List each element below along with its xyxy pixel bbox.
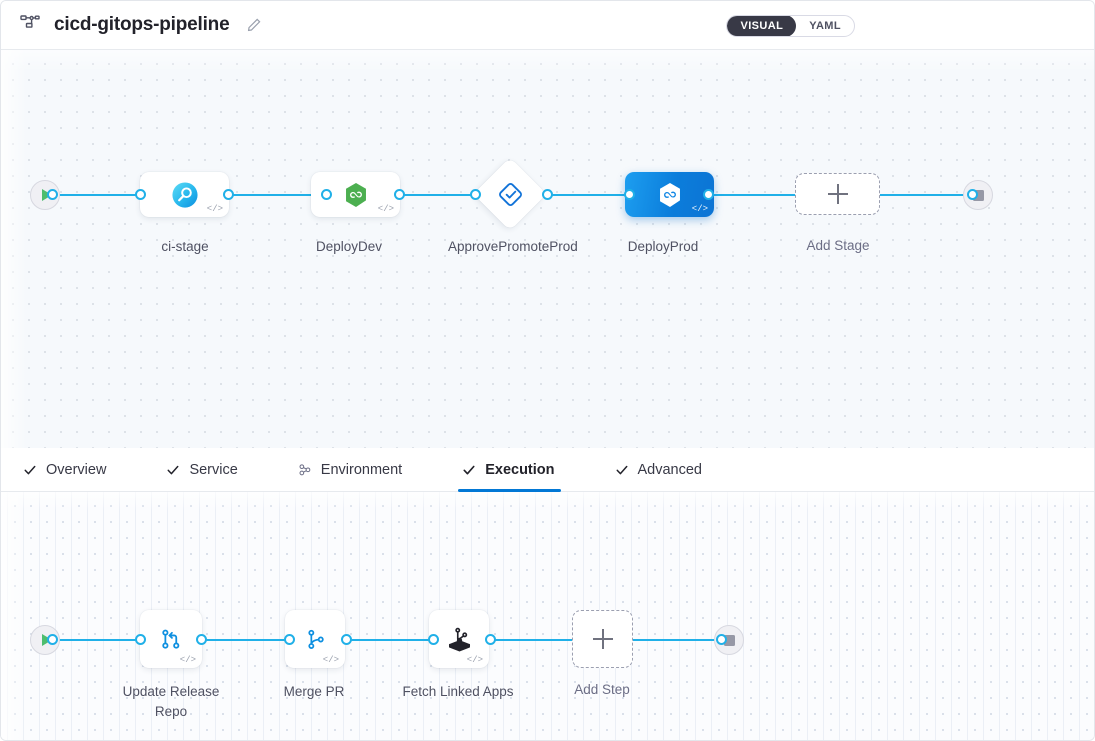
check-icon bbox=[23, 463, 37, 477]
edge-merge-pr-to-fetch-linked-apps bbox=[346, 639, 434, 641]
play-icon bbox=[41, 189, 52, 201]
play-icon bbox=[41, 634, 52, 646]
edge-fetch-linked-apps-to-add-step bbox=[490, 639, 572, 641]
stage-canvas[interactable]: </> ci-stage </> DeployDev Ap bbox=[1, 50, 1094, 448]
port-approve-out[interactable] bbox=[542, 189, 553, 200]
code-badge: </> bbox=[322, 655, 339, 665]
pipeline-icon bbox=[19, 13, 43, 37]
port-start-out[interactable] bbox=[47, 189, 58, 200]
pipeline-start-node[interactable] bbox=[30, 180, 60, 210]
port-fetch-linked-apps-in[interactable] bbox=[428, 634, 439, 645]
step-label-merge-pr: Merge PR bbox=[283, 684, 345, 699]
port-ci-stage-in[interactable] bbox=[135, 189, 146, 200]
step-node-fetch-linked-apps[interactable]: </> bbox=[429, 610, 489, 668]
infrastructure-icon bbox=[298, 463, 312, 477]
edge-start-to-ci-stage bbox=[47, 194, 142, 196]
port-end-in[interactable] bbox=[967, 189, 978, 200]
execution-steps-canvas[interactable]: </> Update Release Repo </> Merge PR bbox=[1, 492, 1094, 740]
code-badge: </> bbox=[691, 204, 708, 214]
add-stage-label: Add Stage bbox=[806, 238, 870, 253]
view-mode-toggle[interactable]: VISUAL YAML bbox=[726, 15, 855, 37]
tab-overview[interactable]: Overview bbox=[23, 448, 122, 492]
port-steps-end-in[interactable] bbox=[716, 634, 727, 645]
git-merge-pr-icon bbox=[301, 625, 330, 654]
port-fetch-linked-apps-out[interactable] bbox=[485, 634, 496, 645]
edge-deployprod-to-addstage bbox=[709, 194, 801, 196]
edge-approve-to-deployprod bbox=[547, 194, 629, 196]
plus-icon bbox=[592, 629, 613, 649]
check-icon bbox=[166, 463, 180, 477]
tab-label: Execution bbox=[485, 461, 555, 478]
step-node-update-release-repo[interactable]: </> bbox=[140, 610, 202, 668]
tab-service[interactable]: Service bbox=[166, 448, 253, 492]
port-merge-pr-in[interactable] bbox=[284, 634, 295, 645]
tab-label: Overview bbox=[46, 461, 107, 478]
add-stage-button[interactable] bbox=[795, 173, 880, 215]
port-approve-in[interactable] bbox=[470, 189, 481, 200]
edge-add-step-to-end bbox=[633, 639, 721, 641]
stage-node-approvepromoteprod[interactable] bbox=[473, 157, 547, 231]
tab-execution[interactable]: Execution bbox=[458, 448, 570, 492]
git-update-release-repo-icon bbox=[156, 624, 186, 654]
toggle-visual[interactable]: VISUAL bbox=[727, 16, 797, 36]
port-deployprod-in[interactable] bbox=[624, 189, 635, 200]
tab-environment[interactable]: Environment bbox=[298, 448, 418, 492]
code-badge: </> bbox=[377, 204, 394, 214]
code-badge: </> bbox=[206, 204, 223, 214]
header-left-group: cicd-gitops-pipeline bbox=[19, 13, 262, 37]
stage-label-deployprod: DeployProd bbox=[627, 239, 699, 254]
stage-label-ci-stage: ci-stage bbox=[161, 239, 209, 254]
check-icon bbox=[615, 463, 629, 477]
header-bar: cicd-gitops-pipeline VISUAL YAML bbox=[1, 1, 1094, 50]
port-merge-pr-out[interactable] bbox=[341, 634, 352, 645]
step-label-fetch-linked-apps: Fetch Linked Apps bbox=[402, 684, 514, 699]
add-step-label: Add Step bbox=[574, 682, 630, 697]
port-deployprod-out[interactable] bbox=[703, 189, 714, 200]
check-icon bbox=[462, 463, 476, 477]
port-deploydev-out[interactable] bbox=[394, 189, 405, 200]
tab-label: Environment bbox=[320, 461, 403, 478]
port-steps-start-out[interactable] bbox=[47, 634, 58, 645]
edit-pencil-icon[interactable] bbox=[246, 17, 262, 33]
edge-update-release-repo-to-merge-pr bbox=[201, 639, 289, 641]
port-deploydev-in[interactable] bbox=[321, 189, 332, 200]
edge-ci-stage-to-deploydev bbox=[229, 194, 326, 196]
ci-build-icon bbox=[170, 180, 200, 210]
stage-config-tabs: Overview Service Environment bbox=[1, 448, 1094, 492]
port-ci-stage-out[interactable] bbox=[223, 189, 234, 200]
edge-start-to-update-release-repo bbox=[47, 639, 143, 641]
port-update-release-repo-in[interactable] bbox=[135, 634, 146, 645]
port-update-release-repo-out[interactable] bbox=[196, 634, 207, 645]
toggle-yaml[interactable]: YAML bbox=[809, 20, 841, 32]
tab-label: Advanced bbox=[637, 461, 703, 478]
code-badge: </> bbox=[466, 655, 483, 665]
edge-addstage-to-end bbox=[877, 194, 973, 196]
tab-advanced[interactable]: Advanced bbox=[615, 448, 719, 492]
steps-end-node[interactable] bbox=[714, 625, 744, 655]
stage-label-deploydev: DeployDev bbox=[315, 239, 383, 254]
code-badge: </> bbox=[179, 655, 196, 665]
page-title: cicd-gitops-pipeline bbox=[54, 14, 230, 35]
gitops-fetch-linked-apps-icon bbox=[444, 624, 475, 655]
plus-icon bbox=[827, 184, 848, 204]
stage-label-approvepromoteprod: ApprovePromoteProd bbox=[448, 239, 578, 254]
stop-icon bbox=[723, 634, 735, 646]
step-label-update-release-repo: Update Release Repo bbox=[122, 684, 220, 719]
argocd-hexagon-icon bbox=[656, 181, 684, 209]
argocd-hexagon-icon bbox=[342, 181, 370, 209]
tab-label: Service bbox=[189, 461, 238, 478]
stage-node-ci-stage[interactable]: </> bbox=[140, 172, 229, 217]
stage-node-deployprod[interactable]: </> bbox=[625, 172, 714, 217]
stop-icon bbox=[972, 189, 984, 201]
edge-deploydev-to-approve bbox=[399, 194, 475, 196]
step-node-merge-pr[interactable]: </> bbox=[285, 610, 345, 668]
add-step-button[interactable] bbox=[572, 610, 633, 668]
